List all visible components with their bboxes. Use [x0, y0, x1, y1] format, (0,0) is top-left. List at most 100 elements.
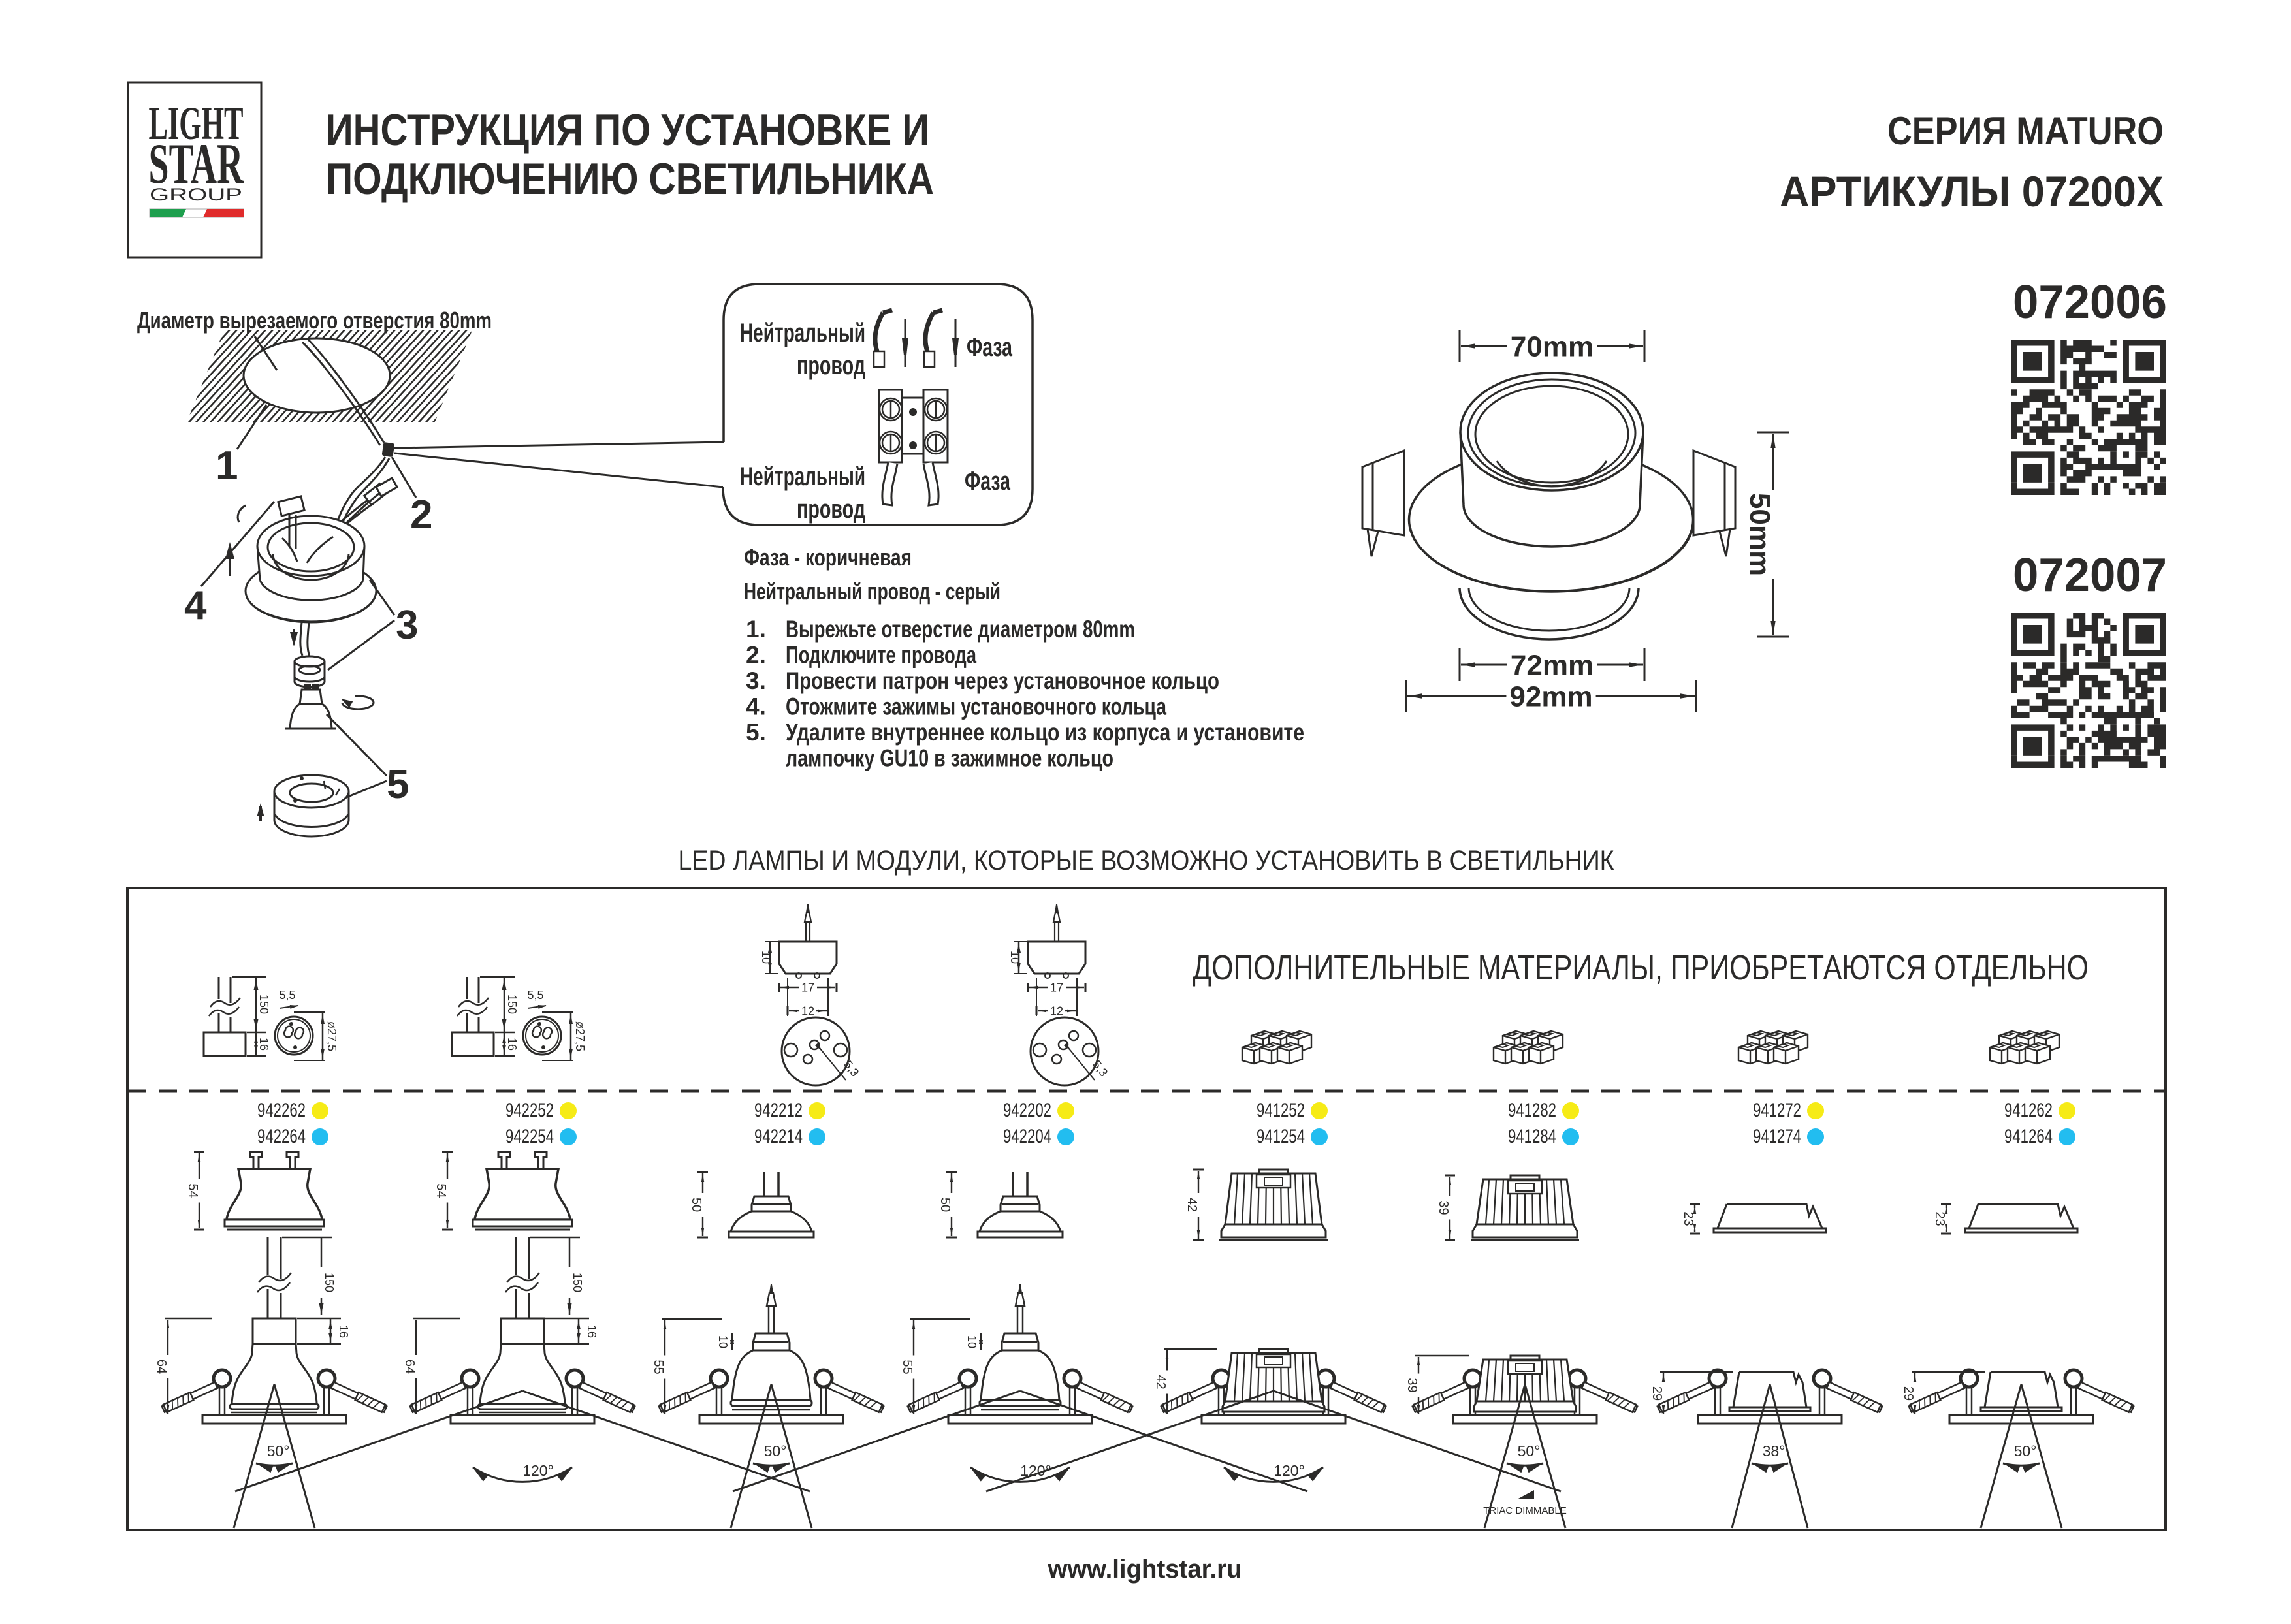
svg-text:942202: 942202	[1003, 1100, 1051, 1121]
svg-text:LIGHT: LIGHT	[149, 97, 244, 150]
svg-text:10: 10	[716, 1335, 729, 1348]
svg-text:2: 2	[410, 492, 432, 537]
svg-text:150: 150	[323, 1273, 336, 1292]
svg-text:942214: 942214	[754, 1126, 803, 1147]
svg-text:941282: 941282	[1508, 1100, 1556, 1121]
svg-text:29: 29	[1650, 1386, 1664, 1401]
svg-text:17: 17	[801, 981, 814, 994]
svg-text:LED ЛАМПЫ И МОДУЛИ, КОТОРЫЕ ВО: LED ЛАМПЫ И МОДУЛИ, КОТОРЫЕ ВОЗМОЖНО УСТ…	[679, 845, 1614, 876]
svg-text:120°: 120°	[522, 1462, 554, 1479]
svg-text:Нейтральный провод - серый: Нейтральный провод - серый	[744, 578, 1001, 605]
svg-text:4.: 4.	[746, 693, 766, 720]
svg-text:лампочку GU10 в зажимное кольц: лампочку GU10 в зажимное кольцо	[786, 745, 1113, 772]
svg-text:942262: 942262	[257, 1100, 306, 1121]
svg-text:16: 16	[505, 1038, 519, 1051]
svg-text:16: 16	[337, 1325, 350, 1338]
svg-text:92mm: 92mm	[1509, 680, 1592, 712]
svg-text:5: 5	[387, 762, 409, 807]
svg-text:38°: 38°	[1763, 1442, 1786, 1459]
svg-text:Отожмите зажимы установочного: Отожмите зажимы установочного кольца	[786, 693, 1166, 720]
svg-text:ø27,5: ø27,5	[573, 1021, 586, 1051]
svg-text:ø27,5: ø27,5	[325, 1021, 338, 1051]
svg-text:5,5: 5,5	[527, 989, 543, 1002]
svg-text:42: 42	[1185, 1198, 1199, 1212]
svg-text:Фаза: Фаза	[965, 467, 1011, 496]
svg-text:Фаза: Фаза	[967, 333, 1013, 362]
svg-text:55: 55	[900, 1360, 914, 1374]
svg-text:941264: 941264	[2004, 1126, 2053, 1147]
svg-text:150: 150	[571, 1273, 584, 1292]
svg-text:провод: провод	[797, 351, 865, 380]
svg-text:2.: 2.	[746, 642, 766, 669]
svg-text:10: 10	[760, 951, 773, 964]
svg-text:50mm: 50mm	[1744, 493, 1776, 576]
svg-text:Вырежьте отверстие диаметром 8: Вырежьте отверстие диаметром 80mm	[786, 616, 1135, 643]
svg-text:50°: 50°	[2014, 1442, 2037, 1459]
svg-text:1: 1	[216, 443, 238, 488]
svg-text:Подключите провода: Подключите провода	[786, 642, 976, 669]
svg-text:50°: 50°	[267, 1442, 290, 1459]
svg-text:64: 64	[402, 1360, 417, 1374]
svg-text:23: 23	[1681, 1211, 1695, 1226]
svg-text:АРТИКУЛЫ 07200X: АРТИКУЛЫ 07200X	[1780, 167, 2164, 215]
svg-text:941262: 941262	[2004, 1100, 2053, 1121]
svg-text:072006: 072006	[2013, 276, 2167, 328]
svg-text:www.lightstar.ru: www.lightstar.ru	[1048, 1555, 1242, 1584]
svg-text:54: 54	[434, 1183, 448, 1198]
svg-text:942264: 942264	[257, 1126, 306, 1147]
svg-text:СЕРИЯ MATURO: СЕРИЯ MATURO	[1887, 109, 2164, 153]
svg-text:941284: 941284	[1508, 1126, 1556, 1147]
svg-text:54: 54	[185, 1183, 200, 1198]
svg-text:29: 29	[1901, 1386, 1915, 1401]
svg-text:42: 42	[1153, 1375, 1168, 1389]
svg-text:Диаметр вырезаемого отверстия: Диаметр вырезаемого отверстия 80mm	[137, 307, 492, 334]
svg-text:3: 3	[396, 603, 418, 648]
svg-text:942212: 942212	[754, 1100, 803, 1121]
svg-text:72mm: 72mm	[1511, 649, 1594, 681]
svg-text:55: 55	[651, 1360, 665, 1374]
svg-text:12: 12	[1050, 1004, 1063, 1017]
svg-text:3.: 3.	[746, 667, 766, 694]
svg-text:941272: 941272	[1753, 1100, 1801, 1121]
svg-text:STAR: STAR	[149, 133, 244, 196]
svg-text:ИНСТРУКЦИЯ ПО УСТАНОВКЕ И: ИНСТРУКЦИЯ ПО УСТАНОВКЕ И	[326, 105, 929, 155]
svg-text:942204: 942204	[1003, 1126, 1051, 1147]
svg-text:Удалите внутреннее кольцо из к: Удалите внутреннее кольцо из корпуса и у…	[786, 719, 1304, 746]
svg-text:39: 39	[1405, 1378, 1419, 1392]
svg-text:17: 17	[1050, 981, 1063, 994]
svg-text:50°: 50°	[1518, 1442, 1541, 1459]
svg-text:23: 23	[1932, 1211, 1947, 1226]
svg-text:150: 150	[257, 995, 270, 1014]
svg-text:Фаза - коричневая: Фаза - коричневая	[744, 544, 912, 571]
svg-text:50°: 50°	[764, 1442, 787, 1459]
svg-text:120°: 120°	[1274, 1462, 1305, 1479]
svg-text:70mm: 70mm	[1511, 330, 1594, 362]
svg-text:50: 50	[938, 1198, 952, 1212]
svg-text:072007: 072007	[2013, 549, 2167, 601]
svg-text:10: 10	[1008, 951, 1021, 964]
svg-text:ДОПОЛНИТЕЛЬНЫЕ МАТЕРИАЛЫ, ПРИО: ДОПОЛНИТЕЛЬНЫЕ МАТЕРИАЛЫ, ПРИОБРЕТАЮТСЯ …	[1193, 948, 2089, 987]
svg-text:Нейтральный: Нейтральный	[740, 319, 865, 347]
svg-text:941274: 941274	[1753, 1126, 1801, 1147]
svg-text:16: 16	[257, 1038, 270, 1051]
svg-text:GROUP: GROUP	[150, 185, 242, 204]
svg-text:Провести патрон через установо: Провести патрон через установочное кольц…	[786, 667, 1219, 694]
svg-text:942254: 942254	[505, 1126, 554, 1147]
svg-text:TRIAC DIMMABLE: TRIAC DIMMABLE	[1483, 1505, 1567, 1516]
svg-text:942252: 942252	[505, 1100, 554, 1121]
svg-text:50: 50	[689, 1198, 703, 1212]
svg-text:1.: 1.	[746, 616, 766, 643]
svg-text:5,5: 5,5	[279, 989, 295, 1002]
svg-text:провод: провод	[797, 495, 865, 524]
svg-text:Нейтральный: Нейтральный	[740, 462, 865, 491]
svg-text:ПОДКЛЮЧЕНИЮ СВЕТИЛЬНИКА: ПОДКЛЮЧЕНИЮ СВЕТИЛЬНИКА	[326, 154, 934, 204]
svg-text:12: 12	[801, 1004, 814, 1017]
svg-text:39: 39	[1436, 1200, 1450, 1215]
svg-text:16: 16	[585, 1325, 598, 1338]
svg-text:5.: 5.	[746, 719, 766, 746]
svg-text:4: 4	[184, 583, 207, 628]
svg-text:64: 64	[154, 1360, 168, 1374]
svg-text:941252: 941252	[1257, 1100, 1305, 1121]
svg-text:941254: 941254	[1257, 1126, 1305, 1147]
svg-text:10: 10	[965, 1335, 978, 1348]
